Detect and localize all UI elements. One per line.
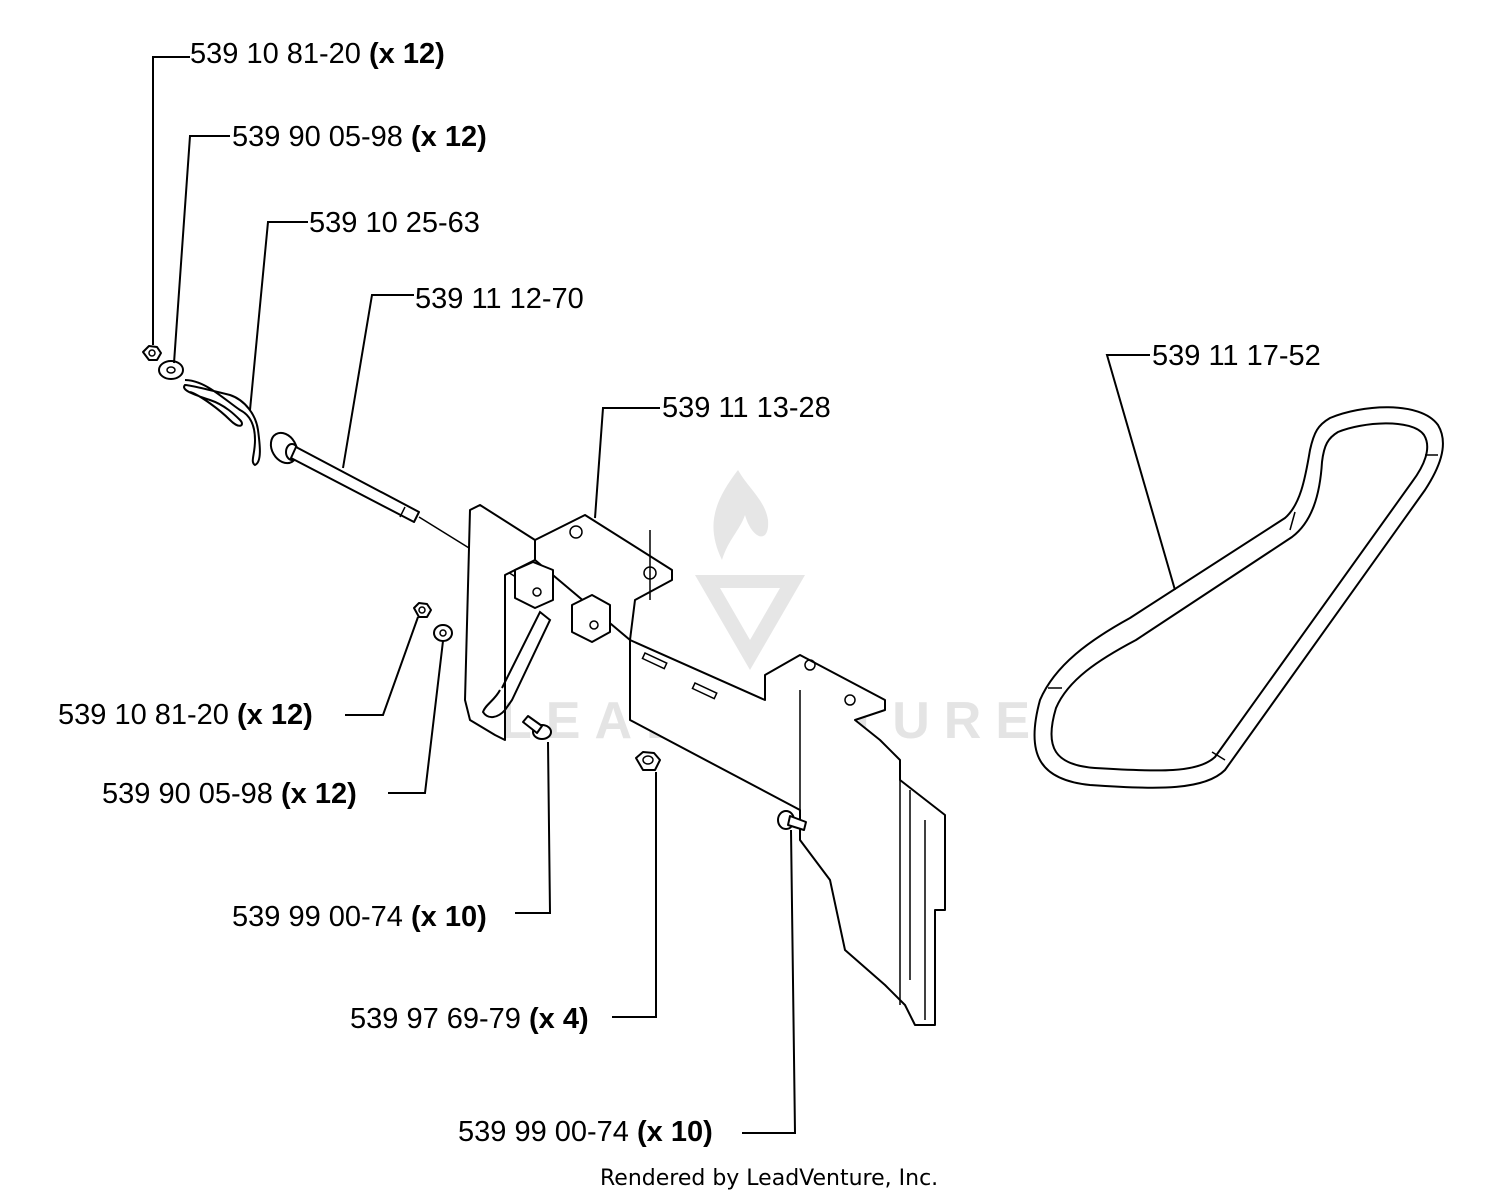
washer-part-top bbox=[158, 360, 184, 380]
footer-credit: Rendered by LeadVenture, Inc. bbox=[600, 1166, 938, 1191]
callout-labels: 539 10 81-20 (x 12) 539 90 05-98 (x 12) … bbox=[58, 38, 1321, 1148]
leadventure-flame-logo-icon bbox=[695, 470, 805, 670]
bolt-part-right bbox=[777, 810, 807, 831]
leader-lines bbox=[152, 56, 1176, 1134]
nut-part-top bbox=[142, 345, 162, 361]
callout-bolt-right: 539 99 00-74 (x 10) bbox=[458, 1116, 713, 1148]
bracket-part bbox=[464, 504, 946, 1026]
washer-part-left bbox=[433, 624, 453, 642]
callout-hairpin: 539 10 25-63 bbox=[309, 207, 480, 239]
callout-bolt-left: 539 99 00-74 (x 10) bbox=[232, 901, 487, 933]
belt-part bbox=[1033, 406, 1444, 789]
callout-belt: 539 11 17-52 bbox=[1152, 340, 1321, 372]
nut-part-center bbox=[635, 751, 661, 771]
rod-part bbox=[269, 431, 541, 593]
callout-bracket: 539 11 13-28 bbox=[662, 392, 831, 424]
callout-nut-top: 539 10 81-20 (x 12) bbox=[190, 38, 445, 70]
hairpin-clip-part bbox=[183, 379, 261, 467]
callout-washer-top: 539 90 05-98 (x 12) bbox=[232, 121, 487, 153]
nut-part-left bbox=[413, 602, 432, 618]
callout-washer-left: 539 90 05-98 (x 12) bbox=[102, 778, 357, 810]
callout-rod: 539 11 12-70 bbox=[415, 283, 584, 315]
bolt-part-left bbox=[522, 715, 552, 740]
callout-nut-center: 539 97 69-79 (x 4) bbox=[350, 1003, 589, 1035]
callout-nut-left: 539 10 81-20 (x 12) bbox=[58, 699, 313, 731]
